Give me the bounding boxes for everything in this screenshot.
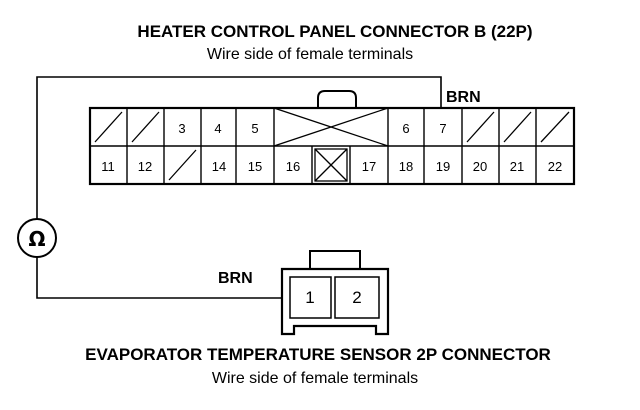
bottom-wire-color-label: BRN — [218, 270, 253, 287]
pin-4: 4 — [214, 121, 221, 136]
pin-5: 5 — [251, 121, 258, 136]
pin-15: 15 — [248, 159, 262, 174]
pin-11: 11 — [101, 159, 115, 174]
pin-12: 12 — [138, 159, 152, 174]
top-connector-subtitle: Wire side of female terminals — [207, 46, 413, 63]
bottom-connector-title: EVAPORATOR TEMPERATURE SENSOR 2P CONNECT… — [85, 345, 551, 364]
top-connector-title: HEATER CONTROL PANEL CONNECTOR B (22P) — [137, 22, 532, 41]
pin-16: 16 — [286, 159, 300, 174]
ohmmeter-icon: Ω — [17, 218, 57, 258]
lock-tab — [317, 90, 357, 108]
pin-18: 18 — [399, 159, 413, 174]
pin-22: 22 — [548, 159, 562, 174]
pin-1: 1 — [305, 288, 314, 307]
ohm-symbol: Ω — [28, 227, 45, 251]
pin-20: 20 — [473, 159, 487, 174]
connector-2p-lock — [309, 250, 361, 270]
pin-21: 21 — [510, 159, 524, 174]
pin-6: 6 — [402, 121, 409, 136]
test-lead-wire — [36, 76, 442, 299]
top-wire-color-label: BRN — [446, 89, 481, 106]
pin-3: 3 — [178, 121, 185, 136]
connector-22p — [88, 90, 576, 186]
connector-2p — [280, 250, 390, 336]
bottom-connector-subtitle: Wire side of female terminals — [212, 370, 418, 387]
pin-19: 19 — [436, 159, 450, 174]
pin-7: 7 — [439, 121, 446, 136]
pin-17: 17 — [362, 159, 376, 174]
pin-2: 2 — [352, 288, 361, 307]
pin-14: 14 — [212, 159, 226, 174]
